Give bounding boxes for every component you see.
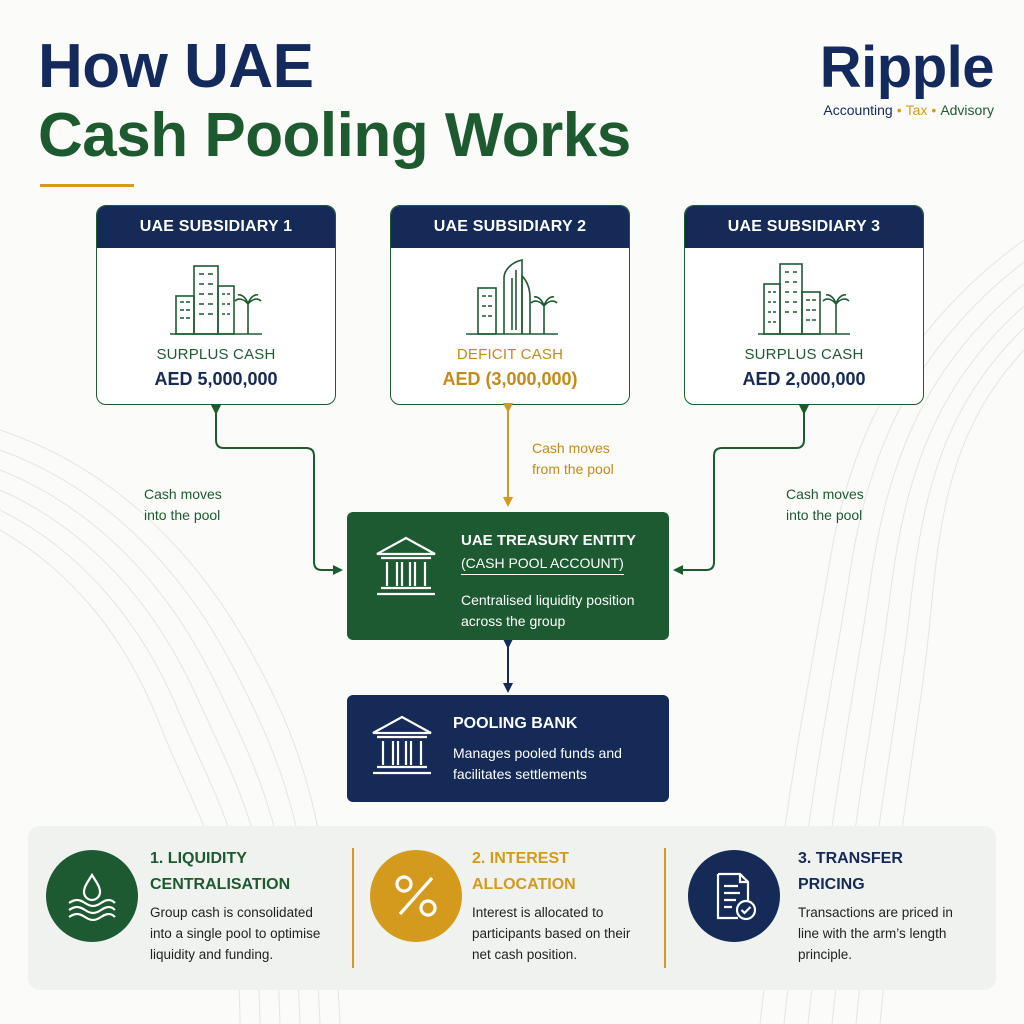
city-buildings-icon [170,265,262,335]
flow-note-left: Cash moves into the pool [144,484,222,526]
title-line-2: Cash Pooling Works [38,101,631,170]
treasury-description: Centralised liquidity position across th… [461,590,661,632]
brand-tagline: Accounting•Tax•Advisory [823,102,994,118]
subsidiary-card-3: UAE SUBSIDIARY 3 SURPLUS CASH AED 2,000,… [684,205,924,405]
flow-note-center: Cash moves from the pool [532,438,614,480]
subsidiary-name: UAE SUBSIDIARY 1 [97,206,335,248]
title-line: ALLOCATION [472,876,576,893]
page-title: How UAE Cash Pooling Works [38,34,631,172]
subsidiary-card-1: UAE SUBSIDIARY 1 SURPLUS CASH AED 5,000,… [96,205,336,405]
title-line: 2. INTEREST [472,850,569,867]
desc-line: facilitates settlements [453,766,587,782]
divider [352,848,354,968]
desc-line: Transactions are priced in [798,905,953,920]
desc-line: net cash position. [472,947,578,962]
feature-liquidity: 1. LIQUIDITY CENTRALISATION Group cash i… [28,826,348,990]
desc-line: participants based on their [472,926,631,941]
note-line: from the pool [532,461,614,477]
feature-title: 1. LIQUIDITY CENTRALISATION [150,846,340,898]
note-line: Cash moves [532,440,610,456]
brand-name: Ripple [819,35,995,100]
feature-title: 2. INTEREST ALLOCATION [472,846,662,898]
divider [664,848,666,968]
desc-line: principle. [798,947,853,962]
arrow-subsidiary-3 [673,405,809,575]
desc-line: line with the arm’s length [798,926,947,941]
desc-line: liquidity and funding. [150,947,274,962]
feature-transfer-pricing: 3. TRANSFER PRICING Transactions are pri… [668,826,996,990]
subsidiary-name: UAE SUBSIDIARY 3 [685,206,923,248]
cash-status-label: SURPLUS CASH [156,346,276,363]
bank-building-icon [372,715,432,775]
desc-line: Group cash is consolidated [150,905,313,920]
tagline-accounting: Accounting [823,102,893,118]
title-line: 3. TRANSFER [798,850,903,867]
percent-icon [370,850,462,942]
note-line: Cash moves [786,486,864,502]
title-line: PRICING [798,876,865,893]
feature-interest: 2. INTEREST ALLOCATION Interest is alloc… [356,826,662,990]
note-line: into the pool [144,507,221,523]
tagline-tax: Tax [905,102,928,118]
pooling-bank-box: POOLING BANK Manages pooled funds and fa… [347,695,669,802]
tagline-advisory: Advisory [940,102,994,118]
cash-amount: AED 5,000,000 [154,369,278,389]
subsidiary-card-2: UAE SUBSIDIARY 2 DEFICIT CASH AED (3,000… [390,205,630,405]
title-line: CENTRALISATION [150,876,291,893]
note-line: into the pool [786,507,863,523]
title-line: 1. LIQUIDITY [150,850,247,867]
treasury-title: UAE TREASURY ENTITY [461,532,637,549]
title-line-1: How UAE [38,32,314,101]
cash-amount: AED 2,000,000 [742,369,866,389]
bank-title: POOLING BANK [453,715,578,732]
desc-line: Centralised liquidity position [461,592,635,608]
desc-line: into a single pool to optimise [150,926,321,941]
water-drop-icon [46,850,138,942]
treasury-subtitle: (CASH POOL ACCOUNT) [461,555,624,575]
feature-description: Transactions are priced in line with the… [798,902,988,965]
document-check-icon [688,850,780,942]
bank-description: Manages pooled funds and facilitates set… [453,743,653,785]
title-underline [40,184,134,187]
cash-amount: AED (3,000,000) [442,369,578,389]
feature-description: Interest is allocated to participants ba… [472,902,662,965]
desc-line: across the group [461,613,566,629]
bank-building-icon [376,536,436,596]
city-buildings-icon [466,259,558,335]
arrow-subsidiary-1 [211,405,343,575]
desc-line: Manages pooled funds and [453,745,622,761]
features-panel: 1. LIQUIDITY CENTRALISATION Group cash i… [28,826,996,990]
feature-title: 3. TRANSFER PRICING [798,846,988,898]
subsidiary-name: UAE SUBSIDIARY 2 [391,206,629,248]
note-line: Cash moves [144,486,222,502]
city-buildings-icon [758,263,850,335]
cash-status-label: DEFICIT CASH [456,346,564,363]
feature-description: Group cash is consolidated into a single… [150,902,340,965]
desc-line: Interest is allocated to [472,905,604,920]
cash-status-label: SURPLUS CASH [744,346,864,363]
treasury-entity-box: UAE TREASURY ENTITY (CASH POOL ACCOUNT) … [347,512,669,640]
brand-logo: Ripple Accounting•Tax•Advisory [819,35,995,119]
flow-note-right: Cash moves into the pool [786,484,864,526]
